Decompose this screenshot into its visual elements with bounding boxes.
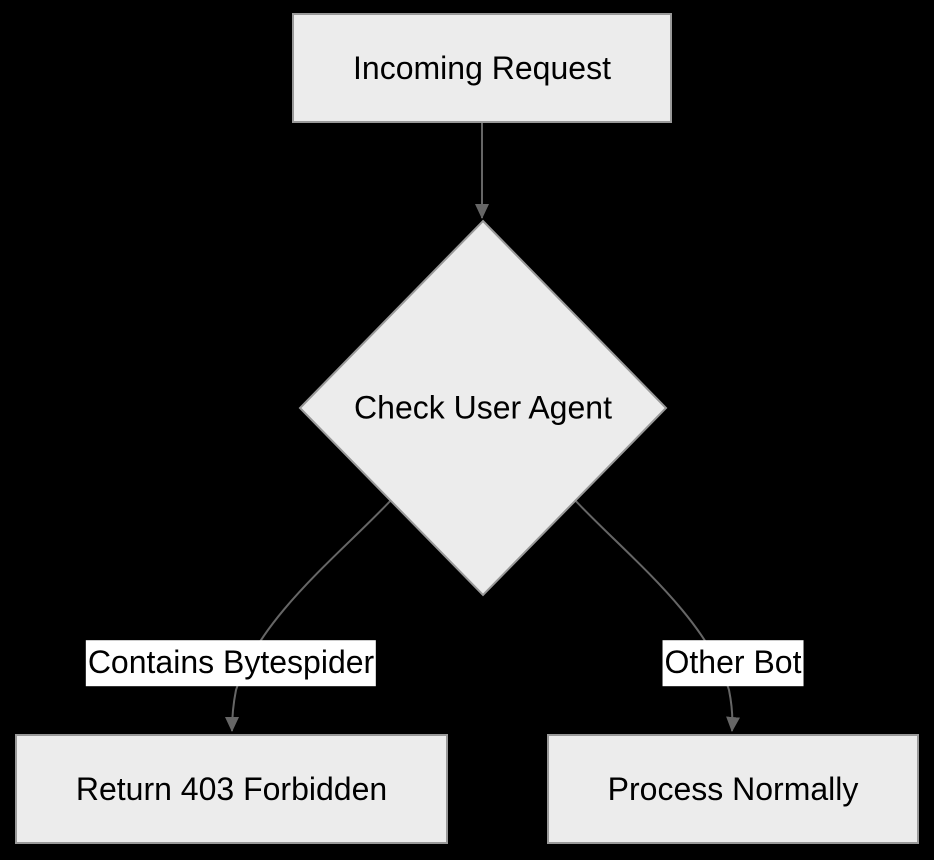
- node-return-403-forbidden-label: Return 403 Forbidden: [75, 770, 388, 807]
- decision-diamond-shape: [298, 219, 668, 597]
- node-return-403-forbidden: Return 403 Forbidden: [15, 734, 448, 844]
- edge-label-other-bot: Other Bot: [662, 640, 804, 686]
- node-process-normally-label: Process Normally: [607, 770, 859, 807]
- edge-label-contains-bytespider: Contains Bytespider: [85, 640, 377, 686]
- node-incoming-request: Incoming Request: [292, 13, 672, 123]
- edge-check-to-return403: [225, 497, 394, 732]
- node-check-user-agent: Check User Agent: [354, 389, 612, 426]
- node-incoming-request-label: Incoming Request: [353, 49, 611, 86]
- node-process-normally: Process Normally: [547, 734, 919, 844]
- edge-check-to-process: [572, 497, 741, 732]
